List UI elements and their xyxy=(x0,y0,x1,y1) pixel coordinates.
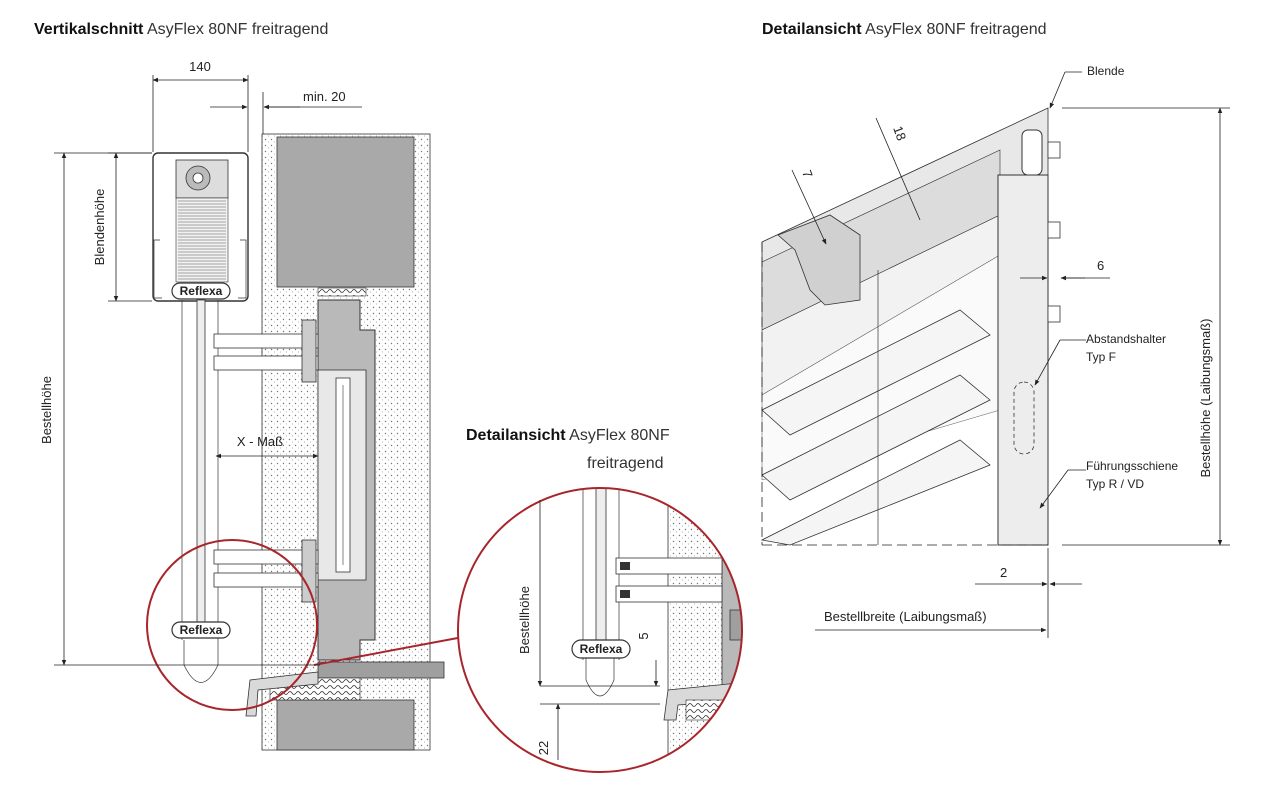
dim-blendenhoehe: Blendenhöhe xyxy=(92,189,107,266)
detail-zoom-drawing: Reflexa Bestellhöhe 5 22 xyxy=(457,487,743,773)
dim-2: 2 xyxy=(1000,565,1007,580)
title-detail-middle: Detailansicht AsyFlex 80NF xyxy=(466,427,670,445)
title-normal: AsyFlex 80NF xyxy=(569,427,670,444)
zoom-dim-bestellhoehe: Bestellhöhe xyxy=(517,586,532,654)
title-bold: Detailansicht xyxy=(466,427,566,444)
guide-rail xyxy=(196,299,206,631)
title-normal: AsyFlex 80NF freitragend xyxy=(865,21,1047,38)
title-detail-middle-line2: freitragend xyxy=(587,455,664,473)
title-vertical-section: Vertikalschnitt AsyFlex 80NF freitragend xyxy=(34,21,328,39)
brand-plate-top xyxy=(171,282,231,300)
dim-bestellhoehe: Bestellhöhe xyxy=(39,376,54,444)
wall-parapet xyxy=(276,699,415,751)
guide-rail-right xyxy=(997,174,1049,546)
brackets-bottom xyxy=(213,539,319,603)
dim-x-mass: X - Maß xyxy=(237,434,283,449)
detail-right-drawing: Blende 18 7 6 Abstandshalter Typ F Führu… xyxy=(760,64,1230,638)
dim-140: 140 xyxy=(189,59,211,74)
zoom-brand: Reflexa xyxy=(580,642,623,656)
window-sill xyxy=(317,661,445,679)
title-bold: Vertikalschnitt xyxy=(34,21,144,38)
label-fuehrungsschiene-typ: Typ R / VD xyxy=(1086,477,1144,491)
dim-7: 7 xyxy=(799,168,816,180)
label-fuehrungsschiene: Führungsschiene xyxy=(1086,459,1178,473)
dim-18: 18 xyxy=(890,124,909,143)
zoom-dim-22: 22 xyxy=(536,741,551,755)
label-blende: Blende xyxy=(1087,64,1125,78)
dim-bestellhoehe-laibung: Bestellhöhe (Laibungsmaß) xyxy=(1198,319,1213,478)
title-bold: Detailansicht xyxy=(762,21,862,38)
brackets-top xyxy=(213,319,319,383)
brand-top: Reflexa xyxy=(180,284,223,298)
title-normal-line2: freitragend xyxy=(587,455,664,472)
spacer-outline xyxy=(1013,381,1035,455)
zoom-dim-5: 5 xyxy=(636,632,651,639)
exterior-sill xyxy=(245,671,319,717)
title-detail-right: Detailansicht AsyFlex 80NF freitragend xyxy=(762,21,1047,39)
detail-connector xyxy=(313,636,464,666)
zoom-circle xyxy=(457,487,743,773)
label-abstandshalter-typ: Typ F xyxy=(1086,350,1116,364)
detail-marker-circle xyxy=(146,539,318,711)
brand-plate-bottom xyxy=(171,621,231,639)
title-normal: AsyFlex 80NF freitragend xyxy=(146,21,329,38)
dim-6: 6 xyxy=(1097,258,1104,273)
wall-lintel xyxy=(276,136,415,288)
dim-min-20: min. 20 xyxy=(303,89,346,104)
vertical-section-drawing: Reflexa Reflexa 140 min. 20 xyxy=(39,59,464,751)
label-abstandshalter: Abstandshalter xyxy=(1086,332,1166,346)
dim-bestellbreite: Bestellbreite (Laibungsmaß) xyxy=(824,609,987,624)
bracket-detail xyxy=(777,214,861,306)
brand-bottom: Reflexa xyxy=(180,623,223,637)
